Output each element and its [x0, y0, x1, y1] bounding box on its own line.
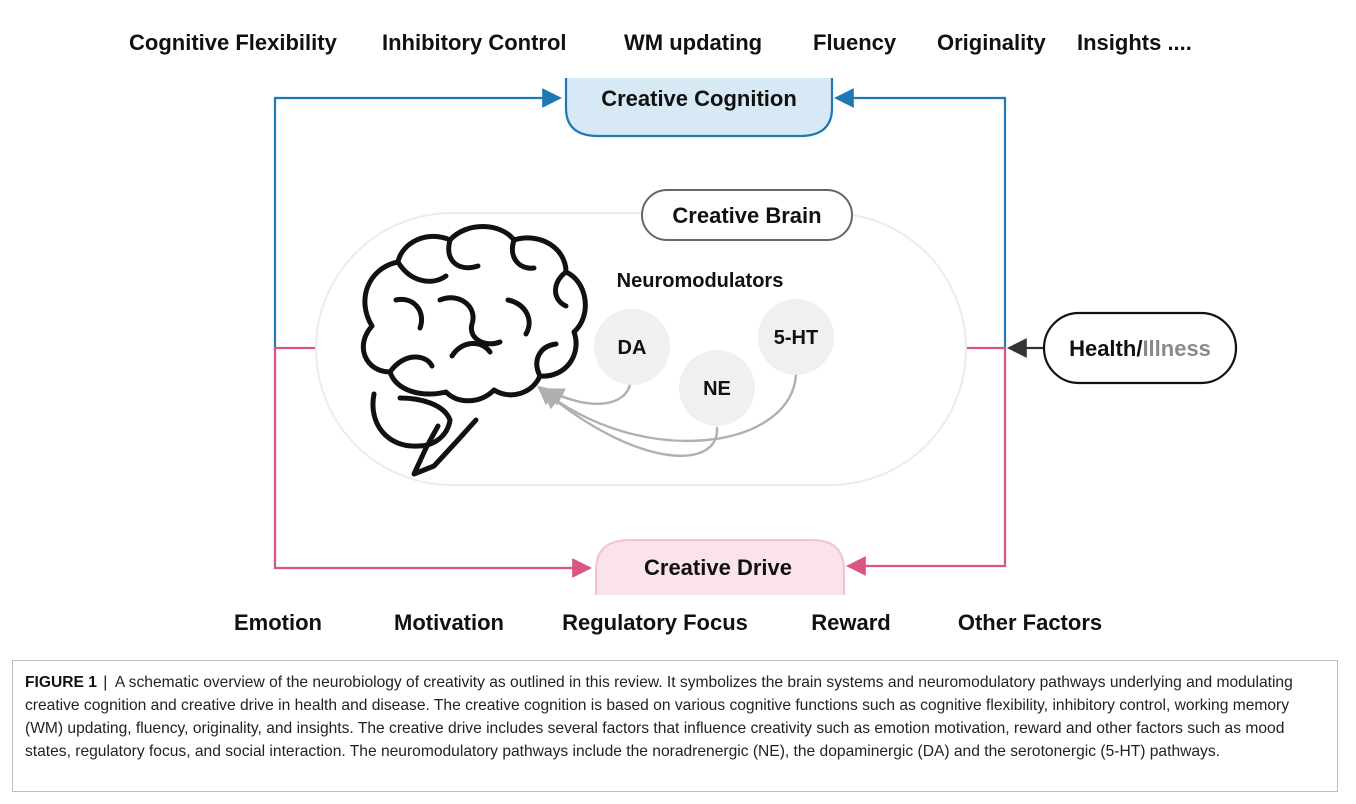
bottom-label-reward: Reward [811, 610, 890, 635]
creative-brain-pill: Creative Brain [641, 189, 853, 241]
creative-cognition-pill: Creative Cognition [564, 78, 834, 138]
top-label-insights: Insights .... [1077, 30, 1192, 55]
top-label-cognitive-flexibility: Cognitive Flexibility [129, 30, 338, 55]
caption-separator: | [103, 674, 108, 691]
creative-cognition-label: Creative Cognition [601, 86, 797, 111]
node-5ht: 5-HT [758, 299, 834, 375]
top-label-wm-updating: WM updating [624, 30, 762, 55]
pathway-arrows [537, 373, 798, 458]
node-5ht-label: 5-HT [774, 327, 818, 349]
node-da: DA [594, 309, 670, 385]
top-label-inhibitory-control: Inhibitory Control [382, 30, 567, 55]
node-ne: NE [679, 350, 755, 426]
bottom-label-other-factors: Other Factors [958, 610, 1102, 635]
figure-caption: FIGURE 1 | A schematic overview of the n… [12, 660, 1338, 792]
drive-connectors [273, 346, 1007, 578]
bottom-label-motivation: Motivation [394, 610, 504, 635]
creative-brain-container [315, 212, 967, 486]
creative-drive-pill: Creative Drive [595, 539, 845, 595]
top-label-originality: Originality [937, 30, 1047, 55]
top-label-fluency: Fluency [813, 30, 897, 55]
bottom-label-regulatory-focus: Regulatory Focus [562, 610, 748, 635]
brain-icon [360, 224, 588, 477]
cognition-connectors [273, 88, 1007, 348]
health-illness-pill: Health/Illness [1042, 311, 1238, 385]
node-ne-label: NE [703, 378, 731, 400]
bottom-label-emotion: Emotion [234, 610, 322, 635]
neuromodulators-label: Neuromodulators [617, 270, 784, 292]
node-da-label: DA [618, 337, 647, 359]
svg-text:Health/Illness: Health/Illness [1069, 336, 1211, 361]
caption-label: FIGURE 1 [25, 674, 97, 691]
caption-text: A schematic overview of the neurobiology… [25, 674, 1293, 760]
health-label: Health/ [1069, 336, 1142, 361]
creative-drive-label: Creative Drive [644, 555, 792, 580]
illness-label: Illness [1142, 336, 1210, 361]
creative-brain-label: Creative Brain [672, 203, 821, 228]
